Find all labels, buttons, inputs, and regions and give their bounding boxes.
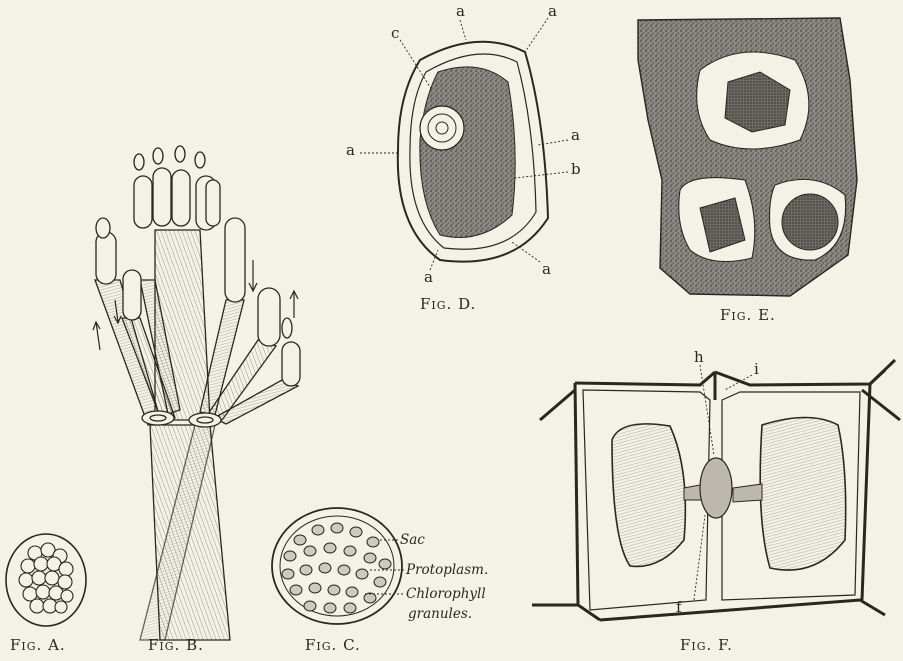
fig-d-label-a: a <box>456 4 465 19</box>
fig-c-label-granules: granules. <box>408 606 472 622</box>
fig-f-label-h: h <box>694 350 704 365</box>
fig-d-label-b: b <box>571 162 581 177</box>
fig-c-label-sac: Sac <box>400 532 425 548</box>
fig-d-label-a: a <box>542 262 551 277</box>
fig-c-label-chlorophyll: Chlorophyll <box>406 586 486 602</box>
fig-e-crystal-round <box>782 194 838 250</box>
fig-d-cell <box>360 18 568 270</box>
fig-d-caption: Fig. D. <box>420 295 476 313</box>
fig-e-caption: Fig. E. <box>720 306 776 324</box>
fig-f-caption: Fig. F. <box>680 636 733 654</box>
fig-f-right-protoplast <box>760 418 845 571</box>
fig-f-left-protoplast <box>612 424 685 567</box>
fig-d-label-c: c <box>391 26 399 41</box>
fig-c-cell <box>272 508 404 624</box>
fig-b-caption: Fig. B. <box>148 636 204 654</box>
fig-c-caption: Fig. C. <box>305 636 361 654</box>
fig-f-label-i: i <box>754 362 759 377</box>
fig-a-granule-cluster <box>19 543 73 613</box>
fig-d-label-a: a <box>571 128 580 143</box>
fig-c-chlorophyll-granules <box>282 523 391 613</box>
fig-f-label-f: f <box>676 600 682 615</box>
fig-d-label-a: a <box>424 270 433 285</box>
fig-a-cell <box>6 534 86 626</box>
fig-a-caption: Fig. A. <box>10 636 66 654</box>
fig-b-hair-cells <box>93 146 300 640</box>
fig-e-tissue <box>638 18 857 296</box>
fig-d-label-a: a <box>548 4 557 19</box>
fig-f-cross-wall-strand <box>700 458 732 518</box>
fig-d-nucleus <box>420 106 464 150</box>
fig-d-label-a: a <box>346 143 355 158</box>
fig-c-label-protoplasm: Protoplasm. <box>406 562 488 578</box>
fig-f-cells <box>532 360 900 620</box>
